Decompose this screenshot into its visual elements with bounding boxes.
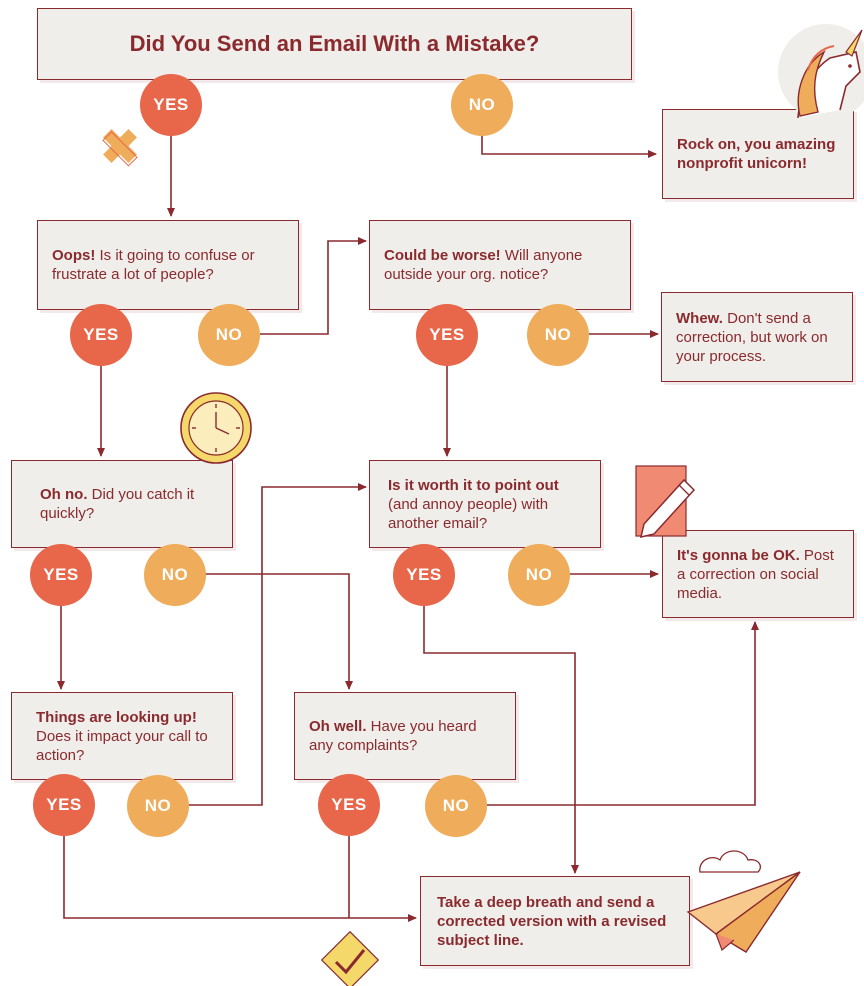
worth-yes-circle: YES	[393, 544, 455, 606]
box-worse-rest: Will anyone outside your org. notice?	[384, 247, 583, 283]
worse-no-circle: NO	[527, 304, 589, 366]
box-gonna-be-ok: It's gonna be OK. Post a correction on s…	[662, 530, 854, 618]
box-worth-it: Is it worth it to point out (and annoy p…	[369, 460, 601, 548]
ohno-no-circle: NO	[144, 544, 206, 606]
arrow-ohwell-no-ok	[487, 621, 759, 806]
arrow-ohno-no-ohwell	[205, 573, 353, 690]
x-mark-icon	[102, 129, 138, 167]
worse-yes-circle: YES	[416, 304, 478, 366]
box-oh-well: Oh well. Have you heard any complaints?	[294, 692, 516, 780]
arrow-looking-no-worth	[188, 483, 367, 806]
box-oh-no: Oh no. Did you catch it quickly?	[11, 460, 233, 548]
title-yes-circle: YES	[140, 74, 202, 136]
worth-no-circle: NO	[508, 544, 570, 606]
box-oops: Oops! Is it going to confuse or frustrat…	[37, 220, 299, 310]
box-whew-rest: Don't send a correction, but work on you…	[676, 309, 828, 365]
box-oops-rest: Is it going to confuse or frustrate a lo…	[52, 247, 255, 283]
clock-icon	[180, 392, 252, 464]
looking-no-circle: NO	[127, 775, 189, 837]
ohwell-yes-circle: YES	[318, 774, 380, 836]
checkmark-icon	[320, 930, 380, 986]
ohwell-no-circle: NO	[425, 775, 487, 837]
box-breath-bold: Take a deep breath and send a corrected …	[437, 893, 667, 949]
box-ok-rest: Post a correction on social media.	[677, 546, 834, 602]
arrow-worth-yes-breath	[423, 604, 579, 874]
box-ohno-bold: Oh no.	[40, 486, 88, 503]
pencil-note-icon	[635, 465, 696, 539]
box-could-be-worse: Could be worse! Will anyone outside your…	[369, 220, 631, 310]
paper-plane-icon	[686, 871, 801, 953]
title-no-circle: NO	[451, 74, 513, 136]
oops-no-circle: NO	[198, 304, 260, 366]
unicorn-icon	[778, 24, 864, 120]
looking-yes-circle: YES	[33, 774, 95, 836]
box-ohwell-bold: Oh well.	[309, 718, 367, 735]
ohno-yes-circle: YES	[30, 544, 92, 606]
box-ok-bold: It's gonna be OK.	[677, 546, 800, 564]
arrow-looking-yes-breath	[63, 834, 417, 922]
box-worth-rest: (and annoy people) with another email?	[388, 495, 549, 532]
box-looking-up: Things are looking up! Does it impact yo…	[11, 692, 233, 780]
box-unicorn-bold: Rock on, you amazing nonprofit unicorn!	[677, 136, 836, 172]
box-whew-bold: Whew.	[676, 309, 723, 327]
arrow-oops-no-worse	[260, 237, 367, 335]
box-looking-rest: Does it impact your call to action?	[36, 727, 208, 764]
oops-yes-circle: YES	[70, 304, 132, 366]
cloud-icon	[699, 850, 762, 873]
box-worth-bold: Is it worth it to point out	[388, 476, 559, 494]
box-ohwell-rest: Have you heard any complaints?	[309, 718, 477, 754]
box-looking-bold: Things are looking up!	[36, 708, 197, 726]
box-deep-breath: Take a deep breath and send a corrected …	[420, 876, 690, 966]
box-whew: Whew. Don't send a correction, but work …	[661, 292, 853, 382]
box-oops-bold: Oops!	[52, 247, 96, 264]
box-worse-bold: Could be worse!	[384, 247, 501, 264]
box-unicorn: Rock on, you amazing nonprofit unicorn!	[662, 109, 854, 199]
flowchart-title: Did You Send an Email With a Mistake?	[37, 8, 632, 80]
arrow-title-no-unicorn	[481, 134, 657, 158]
box-ohno-rest: Did you catch it quickly?	[40, 486, 195, 522]
